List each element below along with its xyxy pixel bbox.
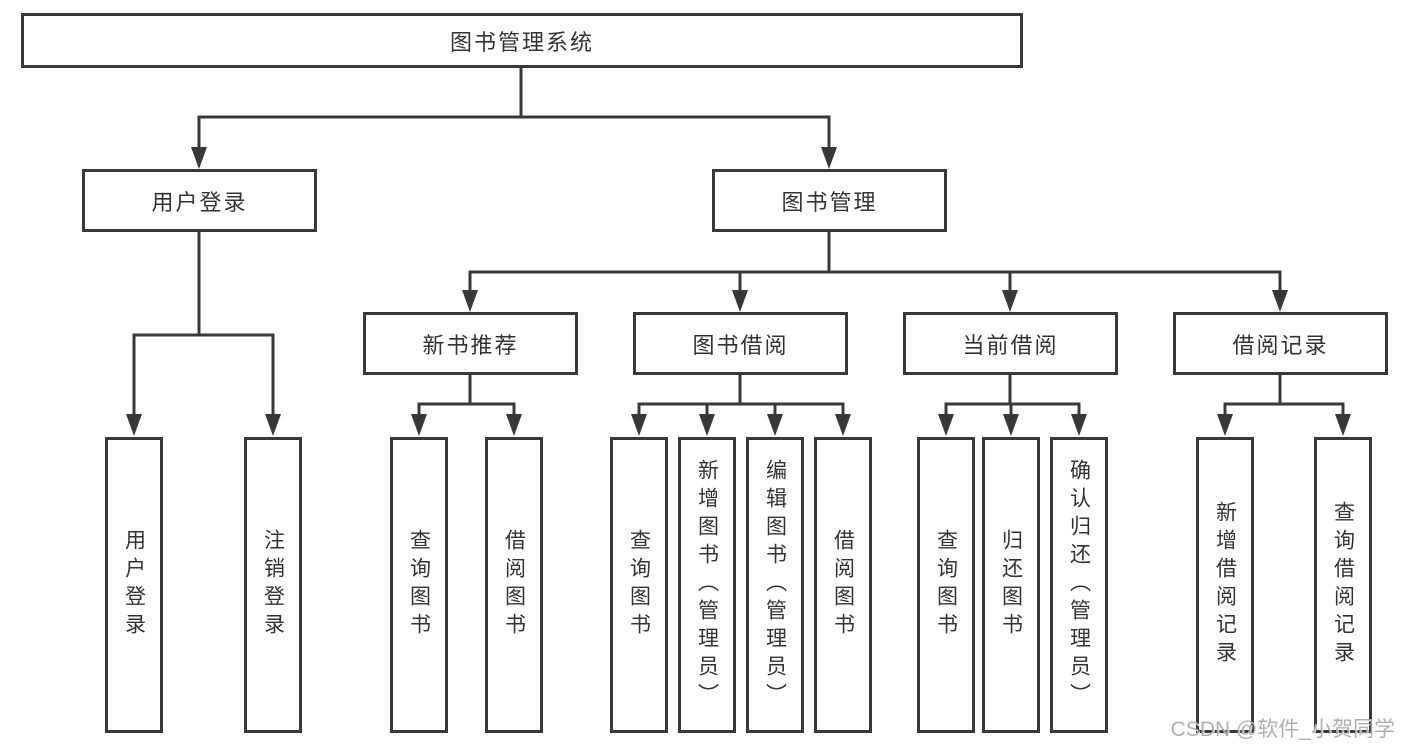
arrow-icon: [835, 414, 851, 436]
leaf-borrow-borrow-book-label: 借阅图书: [831, 529, 855, 641]
arrow-icon: [506, 414, 522, 436]
leaf-logout: 注销登录: [244, 437, 302, 733]
leaf-borrow-add-book-admin: 新增图书（管理员）: [678, 437, 736, 733]
leaf-borrow-query-book: 查询图书: [610, 437, 668, 733]
leaf-user-login: 用户登录: [105, 437, 163, 733]
node-root: 图书管理系统: [21, 13, 1023, 68]
arrow-icon: [1002, 290, 1018, 312]
csdn-watermark: CSDN @软件_小贺同学: [1170, 718, 1395, 741]
arrow-icon: [732, 290, 748, 312]
arrow-icon: [265, 414, 281, 436]
leaf-current-confirm-return-admin: 确认归还（管理员）: [1050, 437, 1108, 733]
leaf-current-query-book-label: 查询图书: [934, 529, 958, 641]
arrow-icon: [821, 147, 837, 169]
leaf-current-return-book: 归还图书: [982, 437, 1040, 733]
leaf-borrow-query-book-label: 查询图书: [627, 529, 651, 641]
leaf-current-return-book-label: 归还图书: [999, 529, 1023, 641]
arrow-icon: [631, 414, 647, 436]
arrow-icon: [462, 290, 478, 312]
node-borrow-records: 借阅记录: [1173, 312, 1388, 375]
leaf-recommend-borrow-book: 借阅图书: [485, 437, 543, 733]
node-current-borrow-label: 当前借阅: [962, 332, 1059, 358]
leaf-logout-label: 注销登录: [261, 529, 285, 641]
leaf-current-query-book: 查询图书: [917, 437, 975, 733]
arrow-icon: [411, 414, 427, 436]
leaf-records-query-record: 查询借阅记录: [1314, 437, 1372, 733]
node-root-label: 图书管理系统: [449, 29, 594, 55]
leaf-recommend-borrow-book-label: 借阅图书: [502, 529, 526, 641]
arrow-icon: [767, 414, 783, 436]
node-book-borrow: 图书借阅: [633, 312, 848, 375]
node-user-login: 用户登录: [82, 169, 317, 232]
leaf-user-login-label: 用户登录: [122, 529, 146, 641]
arrow-icon: [1003, 414, 1019, 436]
node-book-borrow-label: 图书借阅: [692, 332, 789, 358]
node-book-management-label: 图书管理: [781, 189, 878, 215]
node-book-management: 图书管理: [712, 169, 947, 232]
arrow-icon: [938, 414, 954, 436]
leaf-records-add-record: 新增借阅记录: [1196, 437, 1254, 733]
arrow-icon: [1272, 290, 1288, 312]
leaf-borrow-borrow-book: 借阅图书: [814, 437, 872, 733]
arrow-icon: [191, 147, 207, 169]
arrow-icon: [126, 414, 142, 436]
node-borrow-records-label: 借阅记录: [1232, 332, 1329, 358]
node-new-book-recommend: 新书推荐: [363, 312, 578, 375]
node-new-book-recommend-label: 新书推荐: [422, 332, 519, 358]
arrow-icon: [1071, 414, 1087, 436]
leaf-current-confirm-return-admin-label: 确认归还（管理员）: [1067, 459, 1091, 711]
leaf-records-query-record-label: 查询借阅记录: [1331, 501, 1355, 669]
leaf-borrow-edit-book-admin: 编辑图书（管理员）: [746, 437, 804, 733]
leaf-recommend-query-book: 查询图书: [390, 437, 448, 733]
leaf-recommend-query-book-label: 查询图书: [407, 529, 431, 641]
arrow-icon: [1217, 414, 1233, 436]
node-current-borrow: 当前借阅: [903, 312, 1118, 375]
leaf-borrow-add-book-admin-label: 新增图书（管理员）: [695, 459, 719, 711]
node-user-login-label: 用户登录: [151, 189, 248, 215]
leaf-borrow-edit-book-admin-label: 编辑图书（管理员）: [763, 459, 787, 711]
leaf-records-add-record-label: 新增借阅记录: [1213, 501, 1237, 669]
arrow-icon: [1335, 414, 1351, 436]
arrow-icon: [699, 414, 715, 436]
arrowheads: [126, 147, 1351, 436]
